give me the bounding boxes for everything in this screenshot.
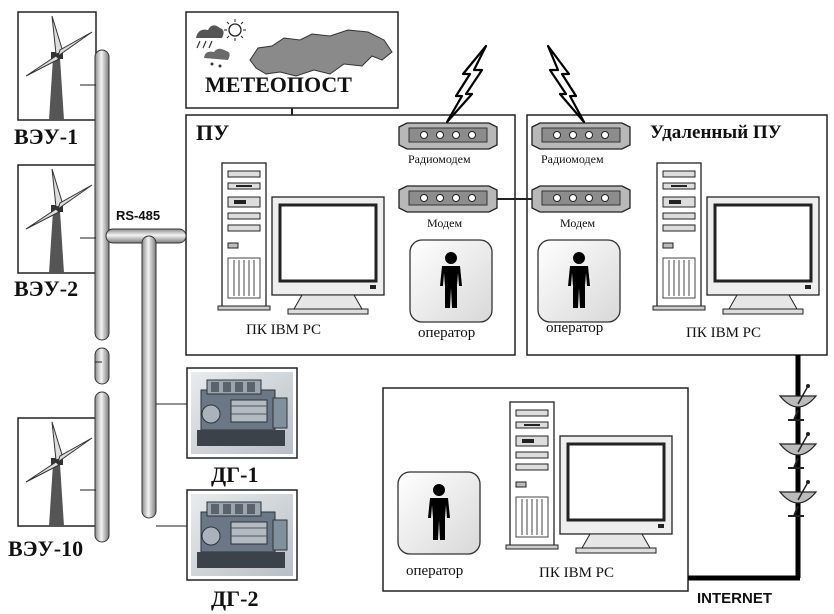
internet-station-operator-icon: [397, 471, 481, 555]
diesel-generator-1-icon: [186, 367, 298, 459]
meteo-post-label: МЕТЕОПОСТ: [205, 72, 352, 97]
diesel-generator-2-icon: [186, 489, 298, 581]
turbine-bus-pipe-segment: [94, 347, 110, 385]
generator-2-label: ДГ-2: [211, 586, 259, 611]
remote-panel-operator-icon: [537, 239, 621, 323]
remote-panel-pc-label: ПК IBM PC: [686, 325, 762, 341]
turbine-bus-pipe: [94, 49, 110, 341]
generator-bus-pipe: [141, 235, 157, 519]
remote-panel-title: Удаленный ПУ: [650, 122, 782, 143]
internet-station-operator-label: оператор: [406, 563, 464, 579]
control-panel-operator-icon: [409, 239, 493, 323]
russia-map-icon: [249, 29, 393, 77]
radio-signal-icon-right: [546, 44, 586, 124]
internet-label: INTERNET: [697, 590, 772, 607]
control-panel-pc-label: ПК IBM PC: [246, 322, 322, 338]
control-panel-radiomodem-label: Радиомодем: [408, 152, 471, 166]
remote-panel-operator-label: оператор: [546, 320, 604, 336]
remote-panel-radiomodem-icon: [531, 122, 631, 150]
remote-panel-radiomodem-label: Радиомодем: [541, 152, 604, 166]
turbine-1-label: ВЭУ-1: [14, 124, 79, 149]
internet-station-pc-label: ПК IBM PC: [539, 565, 615, 581]
wind-turbine-10-icon: [17, 417, 97, 527]
control-panel-operator-label: оператор: [418, 325, 476, 341]
wind-turbine-1-icon: [17, 11, 97, 121]
wind-turbine-2-icon: [17, 164, 97, 274]
turbine-10-label: ВЭУ-10: [8, 536, 84, 561]
control-panel-radiomodem-icon: [398, 122, 498, 150]
remote-panel-modem-icon: [531, 185, 631, 213]
control-panel-title: ПУ: [196, 120, 230, 145]
radio-signal-icon-left: [445, 44, 488, 124]
control-panel-modem-label: Модем: [427, 216, 463, 230]
control-panel-modem-icon: [398, 185, 498, 213]
weather-icon: [196, 19, 246, 68]
turbine-bus-pipe-lower: [94, 391, 110, 543]
rs485-bus-label: RS-485: [116, 208, 161, 223]
remote-panel-modem-label: Модем: [560, 216, 596, 230]
generator-1-label: ДГ-1: [211, 462, 259, 487]
turbine-2-label: ВЭУ-2: [14, 276, 79, 301]
